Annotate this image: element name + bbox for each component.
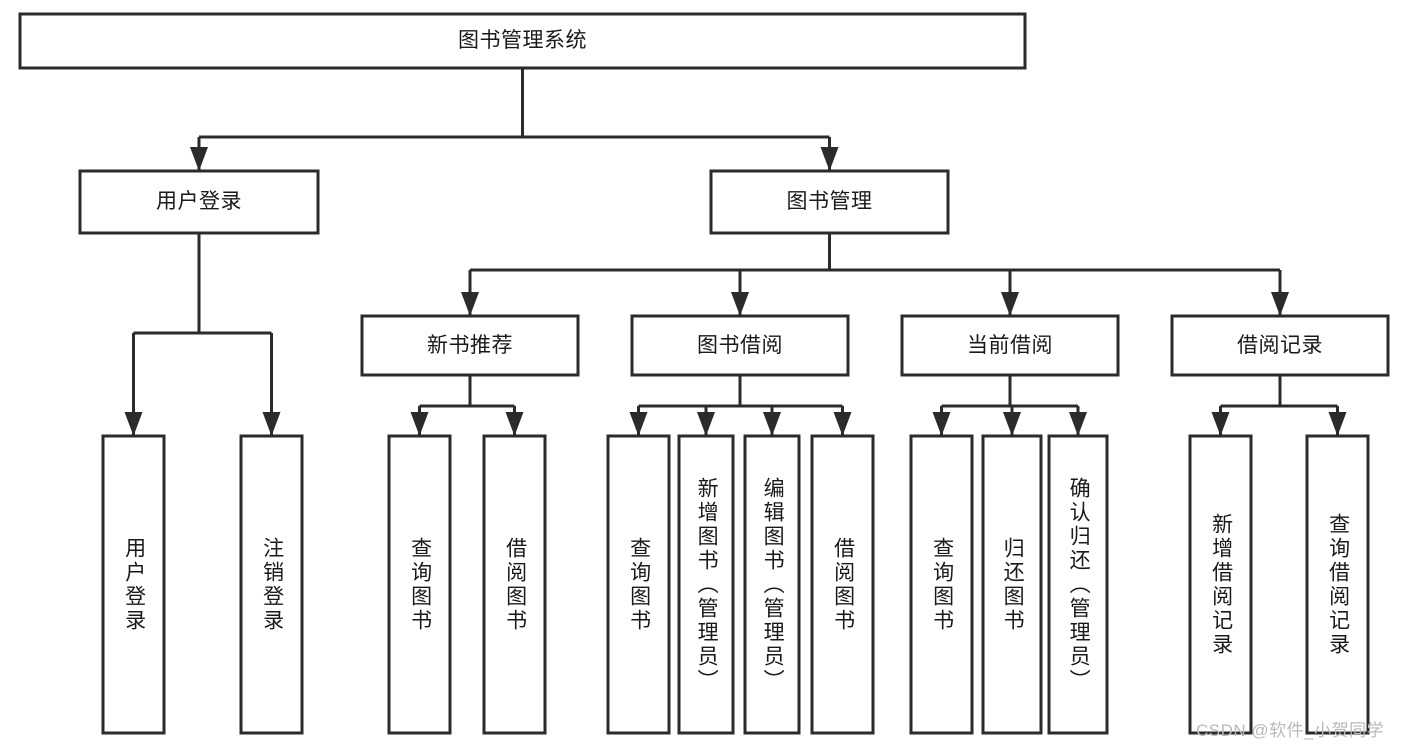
node-box-leaf-query-book-2 (606, 434, 671, 735)
node-box-l2-new-book-rec (360, 314, 580, 377)
node-box-leaf-add-book (677, 434, 735, 735)
arrow-head (505, 412, 524, 436)
node-box-leaf-query-record (1305, 434, 1370, 735)
arrow-head (1003, 412, 1021, 436)
node-box-l2-borrow-record (1170, 314, 1390, 377)
arrow-head (410, 412, 429, 436)
node-box-leaf-query-book-1 (387, 434, 452, 735)
node-box-leaf-borrow-book-1 (482, 434, 547, 735)
node-box-l1-book-mgmt (709, 169, 950, 235)
arrow-head (763, 412, 781, 436)
arrow-head (190, 147, 208, 171)
arrow-head (629, 412, 648, 436)
arrow-head (697, 412, 715, 436)
node-box-root (18, 12, 1027, 70)
arrow-head (1271, 292, 1289, 316)
node-box-leaf-borrow-book-2 (810, 434, 875, 735)
node-box-leaf-confirm-return (1047, 434, 1109, 735)
arrow-head (262, 412, 281, 436)
node-box-leaf-add-record (1188, 434, 1253, 735)
edge-layer (124, 68, 1347, 436)
arrow-head (1001, 292, 1019, 316)
node-box-leaf-user-login (101, 434, 166, 735)
box-layer (18, 12, 1390, 735)
node-box-l2-book-borrow (630, 314, 850, 377)
arrow-head (1328, 412, 1347, 436)
arrow-head (731, 292, 749, 316)
arrow-head (124, 412, 143, 436)
arrow-head (1211, 412, 1230, 436)
node-box-leaf-logout (239, 434, 304, 735)
arrow-head (1069, 412, 1087, 436)
csdn-watermark: CSDN @软件_小贺同学 (1196, 721, 1385, 740)
node-box-leaf-query-book-3 (909, 434, 974, 735)
arrow-head (461, 292, 479, 316)
node-box-l2-current-borrow (900, 314, 1120, 377)
arrow-head (833, 412, 852, 436)
node-box-leaf-edit-book (743, 434, 801, 735)
node-box-l1-user-login (78, 169, 320, 235)
node-box-leaf-return-book (981, 434, 1043, 735)
arrow-head (932, 412, 951, 436)
arrow-head (820, 147, 839, 171)
